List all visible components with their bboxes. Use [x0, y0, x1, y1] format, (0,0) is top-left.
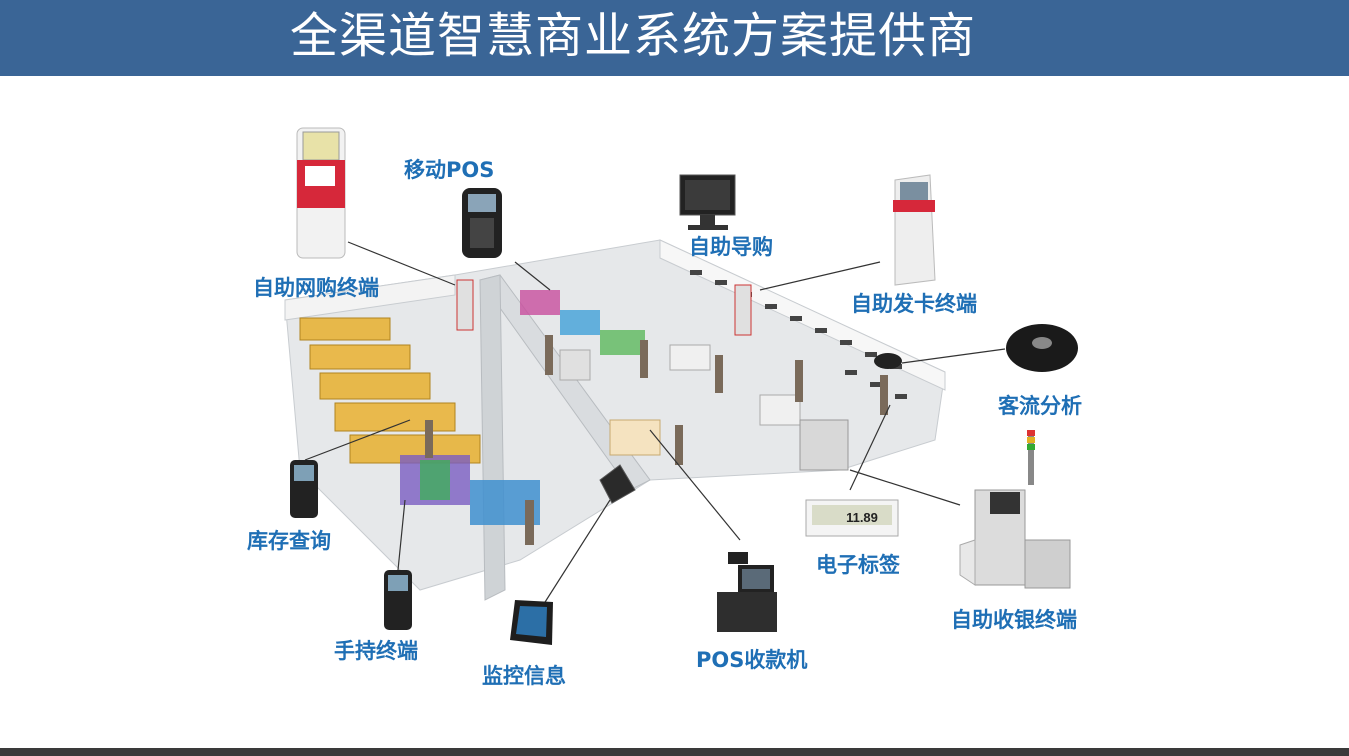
- in-store-checkout: [799, 419, 849, 471]
- label-handheld-terminal: 手持终端: [334, 639, 418, 663]
- in-store-tablet: [599, 464, 636, 504]
- label-traffic-analysis: 客流分析: [998, 394, 1082, 418]
- label-mobile-pos: 移动POS: [404, 158, 495, 182]
- self-guide-monitor: [679, 174, 736, 230]
- self-card-issuing-kiosk: [893, 174, 936, 286]
- label-self-card-issuing: 自助发卡终端: [851, 292, 977, 316]
- pos-register-device: [717, 552, 777, 632]
- handheld-terminal-device: [384, 570, 412, 630]
- warehouse-shelves: [299, 317, 481, 464]
- inventory-handheld: [290, 460, 318, 518]
- traffic-sensor: [1006, 324, 1078, 372]
- label-self-online-shopping: 自助网购终端: [253, 276, 379, 300]
- esl-price: 11.89: [846, 510, 878, 525]
- label-pos-register: POS收款机: [696, 648, 808, 672]
- header-bar: 全渠道智慧商业系统方案提供商: [0, 0, 1349, 76]
- divider-wall-side: [479, 274, 506, 601]
- mobile-pos-device: [462, 188, 502, 258]
- monitoring-screen: [510, 600, 553, 645]
- connector-lines: [304, 241, 1006, 611]
- in-store-sensor: [874, 353, 902, 369]
- back-wall-left: [284, 274, 456, 321]
- store-shelves: [520, 290, 801, 456]
- clothing-racks: [400, 455, 540, 525]
- in-store-kiosk-right: [734, 284, 752, 336]
- self-online-shopping-kiosk: [296, 127, 346, 259]
- shoppers: [425, 335, 888, 545]
- page-title: 全渠道智慧商业系统方案提供商: [290, 8, 977, 64]
- electronic-shelf-label: [805, 499, 899, 537]
- label-inventory-query: 库存查询: [247, 529, 331, 553]
- in-store-kiosk-left: [456, 279, 474, 331]
- footer-bar: [0, 748, 1349, 756]
- self-checkout-device: [959, 430, 1071, 589]
- label-monitoring-info: 监控信息: [482, 664, 566, 688]
- label-self-guide: 自助导购: [689, 235, 773, 259]
- label-electronic-label: 电子标签: [816, 553, 900, 577]
- label-self-checkout: 自助收银终端: [951, 608, 1077, 632]
